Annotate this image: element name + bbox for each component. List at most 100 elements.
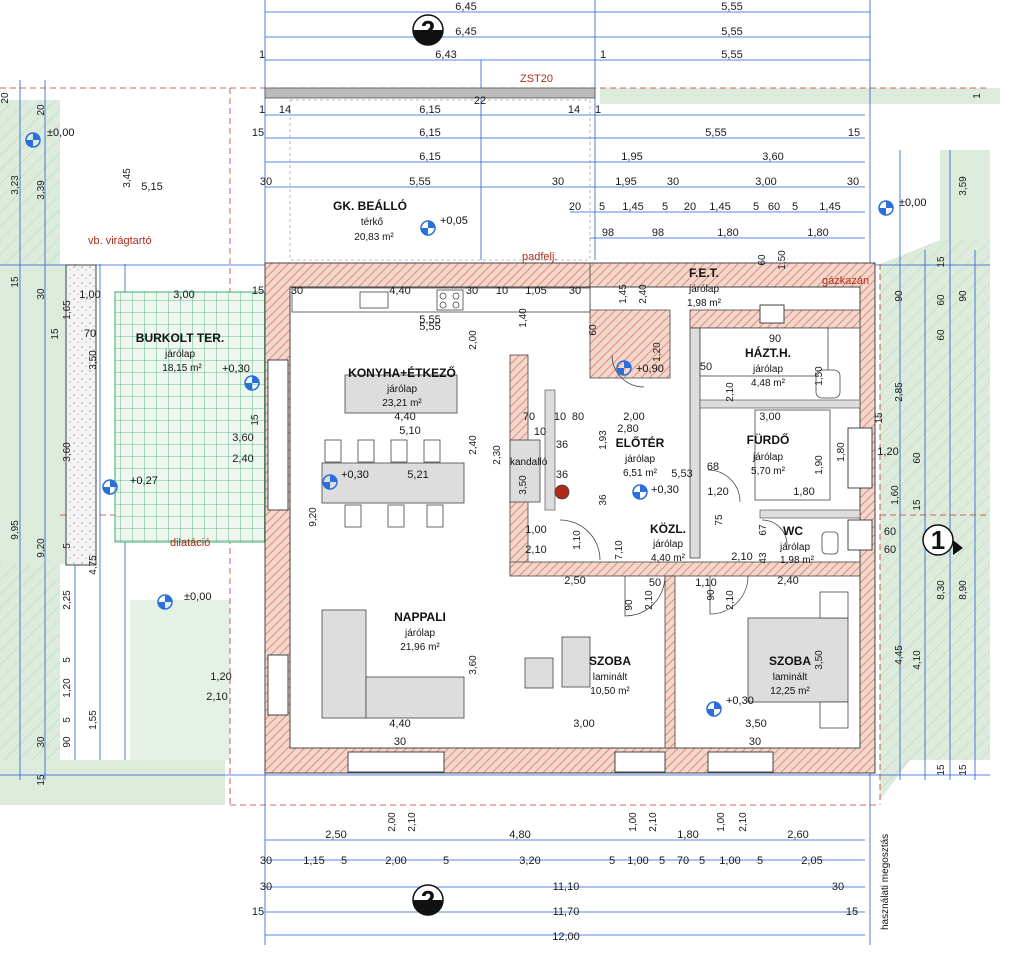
- dim-label: 60: [884, 526, 896, 538]
- level-marker-icon: [706, 701, 722, 717]
- room-area-burkolt: 18,15 m²: [162, 363, 202, 374]
- room-material-furdo: járólap: [752, 452, 783, 463]
- dim-label: 8,90: [958, 580, 969, 600]
- room-area-gk: 20,83 m²: [354, 232, 394, 243]
- padfelj-label: padfelj.: [522, 251, 557, 263]
- dim-label: 1,00: [628, 812, 639, 832]
- room-material-szoba2: laminált: [773, 672, 808, 683]
- dim-label: 3,59: [958, 176, 969, 196]
- room-name-konyha: KONYHA+ÉTKEZŐ: [348, 365, 456, 380]
- dim-label: 3,00: [755, 176, 776, 188]
- dim-label: 4,45: [894, 645, 905, 665]
- level-marker-icon: [878, 200, 894, 216]
- dimension-grid: [0, 0, 990, 945]
- dim-label: 30: [847, 176, 859, 188]
- dim-label: 3,60: [762, 151, 783, 163]
- room-labels: GK. BEÁLLÓ térkő 20,83 m² BURKOLT TER. j…: [136, 198, 815, 697]
- dim-label: 90: [624, 599, 635, 611]
- dim-label: 3,50: [745, 718, 766, 730]
- dim-label: 1,50: [777, 250, 788, 270]
- dim-label: 60: [912, 452, 923, 464]
- dim-label: 1,45: [819, 201, 840, 213]
- viragtarto-label: vb. virágtartó: [88, 235, 152, 247]
- dim-label: 5: [699, 855, 705, 867]
- dim-label: 5,55: [409, 176, 430, 188]
- level-label: +0,30: [651, 484, 679, 496]
- dim-label: 11,70: [553, 906, 580, 918]
- level-label: +0,90: [636, 363, 664, 375]
- dim-label: 60: [884, 544, 896, 556]
- level-marker-icon: [616, 360, 632, 376]
- dim-label: 15: [252, 285, 264, 297]
- dim-label: 1,80: [717, 227, 738, 239]
- dim-label: 2,40: [468, 435, 479, 455]
- section-axis-1-icon: 1: [922, 524, 963, 556]
- dim-label: 5,15: [141, 181, 162, 193]
- dim-label: 30: [36, 288, 47, 300]
- dim-label: 15: [848, 127, 860, 139]
- dim-label: 15: [36, 774, 47, 786]
- dim-label: 20: [684, 201, 696, 213]
- dim-label: 20: [36, 104, 47, 116]
- dim-label: 60: [588, 324, 599, 336]
- dim-label: 4,10: [912, 650, 923, 670]
- room-area-szoba2: 12,25 m²: [770, 686, 810, 697]
- dim-label: 3,00: [573, 718, 594, 730]
- dims-top: 6,45 5,55 6,45 5,55 1 6,43 1 5,55 1 14 6…: [252, 1, 860, 326]
- room-area-wc: 1,98 m²: [780, 555, 815, 566]
- dim-label: 2,10: [648, 812, 659, 832]
- dim-label: 1,20: [652, 342, 663, 362]
- dim-label: 22: [474, 95, 486, 107]
- dim-label: 90: [769, 333, 781, 345]
- room-material-eloter: járólap: [624, 454, 655, 465]
- section-axis-2-icon: 2: [412, 884, 444, 916]
- dim-label: 5: [443, 855, 449, 867]
- level-marker-icon: [632, 484, 648, 500]
- dim-label: 90: [894, 290, 905, 302]
- dim-label: 60: [757, 254, 768, 266]
- dim-label: 1,00: [716, 812, 727, 832]
- dim-label: 1,20: [877, 446, 898, 458]
- dim-label: 90: [62, 736, 73, 748]
- dim-label: 7,10: [614, 540, 625, 560]
- kandallo-label: kandalló: [510, 457, 548, 468]
- room-area-nappali: 21,96 m²: [400, 642, 440, 653]
- dim-label: 15: [936, 256, 947, 268]
- dim-label: 43: [758, 552, 769, 564]
- dim-label: 30: [569, 285, 581, 297]
- dim-label: 5: [659, 855, 665, 867]
- dim-label: 6,45: [455, 26, 476, 38]
- axis-label-2-bottom: 2: [421, 885, 435, 915]
- dim-label: 12,00: [552, 931, 580, 943]
- dim-label: 15: [912, 499, 923, 511]
- dim-label: 15: [50, 328, 61, 340]
- dim-label: 1,00: [627, 855, 648, 867]
- dim-label: 20: [0, 92, 11, 104]
- dim-label: 1,45: [622, 201, 643, 213]
- level-label: +0,30: [222, 363, 250, 375]
- terrace-tiles: [114, 291, 266, 543]
- dim-label: 3,23: [10, 175, 21, 195]
- dim-label: 5,55: [721, 26, 742, 38]
- dim-label: 10: [554, 411, 566, 423]
- dim-label: 36: [556, 439, 568, 451]
- dim-label: 4,75: [88, 555, 99, 575]
- room-name-furdo: FÜRDŐ: [747, 432, 790, 447]
- dim-label: 98: [602, 227, 614, 239]
- dim-label: 2,10: [407, 812, 418, 832]
- level-marker-icon: [25, 132, 41, 148]
- room-name-burkolt: BURKOLT TER.: [136, 331, 224, 345]
- dim-label: 3,00: [759, 411, 780, 423]
- dim-label: 5: [757, 855, 763, 867]
- level-marker-icon: [322, 474, 338, 490]
- dim-label: 5: [792, 201, 798, 213]
- dim-label: 98: [652, 227, 664, 239]
- dim-label: 8,30: [936, 580, 947, 600]
- dim-label: 1,15: [303, 855, 324, 867]
- dim-label: 30: [394, 736, 406, 748]
- dim-label: 3,20: [519, 855, 540, 867]
- dim-label: 3,60: [468, 655, 479, 675]
- dim-label: 15: [936, 764, 947, 776]
- dim-label: 4,40: [389, 285, 410, 297]
